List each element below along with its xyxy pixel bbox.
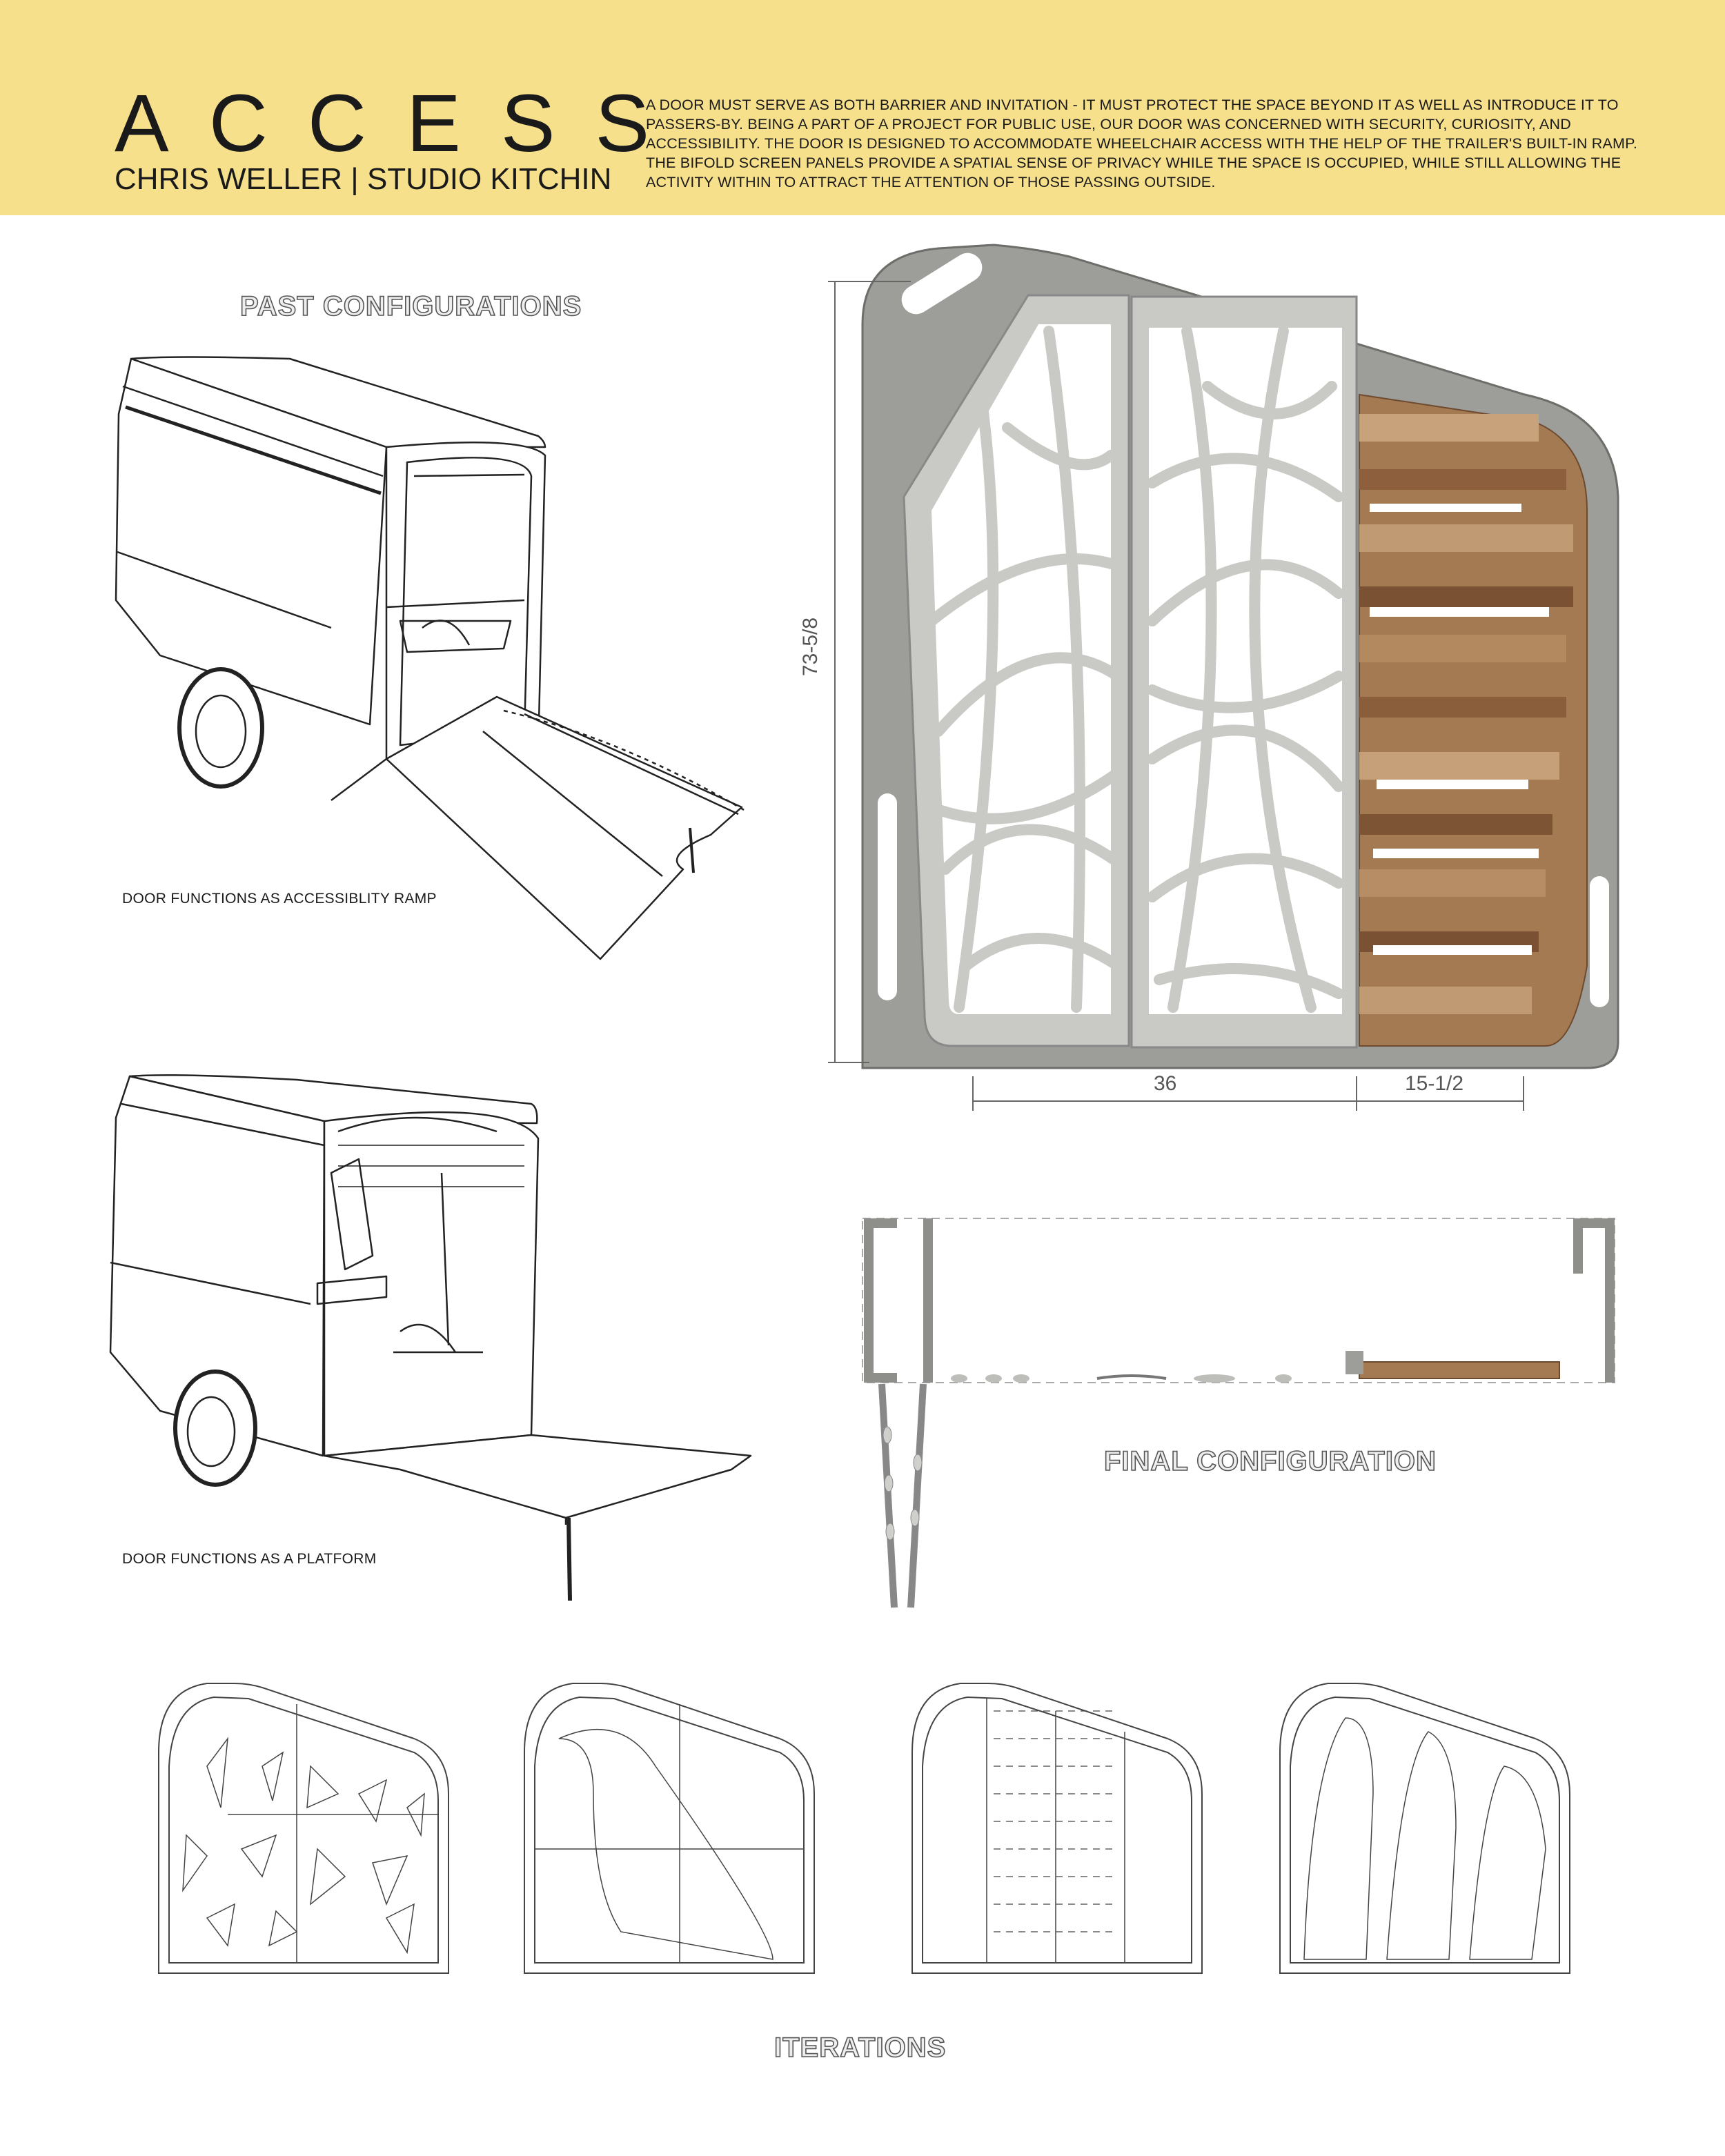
trailer-platform-sketch bbox=[109, 1074, 752, 1601]
page-title: ACCESS bbox=[115, 78, 690, 169]
iteration-1 bbox=[158, 1683, 449, 1974]
dimension-door-width: 36 bbox=[1154, 1072, 1177, 1095]
caption-platform: DOOR FUNCTIONS AS A PLATFORM bbox=[122, 1551, 377, 1567]
iteration-3 bbox=[911, 1683, 1203, 1974]
frame-slot bbox=[901, 253, 983, 315]
door-elevation-drawing bbox=[828, 244, 1619, 1111]
iteration-4 bbox=[1279, 1683, 1570, 1974]
iteration-2 bbox=[524, 1683, 815, 1974]
screen-pattern bbox=[926, 326, 1344, 1013]
heading-iterations: ITERATIONS bbox=[773, 2033, 947, 2063]
dimension-side-width: 15-1/2 bbox=[1405, 1072, 1464, 1095]
door-plan-view bbox=[862, 1218, 1615, 1608]
project-description: A DOOR MUST SERVE AS BOTH BARRIER AND IN… bbox=[646, 97, 1638, 190]
header-banner bbox=[0, 0, 1725, 215]
dimension-lines bbox=[828, 281, 1524, 1111]
frame-slot bbox=[878, 793, 897, 1000]
bifold-panel-right-opening bbox=[1149, 328, 1342, 1014]
frame-slot bbox=[1590, 876, 1609, 1007]
trailer-ramp-sketch bbox=[115, 356, 746, 960]
heading-past-configurations: PAST CONFIGURATIONS bbox=[239, 291, 582, 322]
heading-final-configuration: FINAL CONFIGURATION bbox=[1103, 1446, 1437, 1476]
author-studio: CHRIS WELLER | STUDIO KITCHIN bbox=[115, 162, 612, 196]
caption-ramp: DOOR FUNCTIONS AS ACCESSIBLITY RAMP bbox=[122, 891, 437, 907]
wood-slats bbox=[1359, 414, 1573, 1014]
iteration-3-perforation bbox=[994, 1710, 1118, 1932]
